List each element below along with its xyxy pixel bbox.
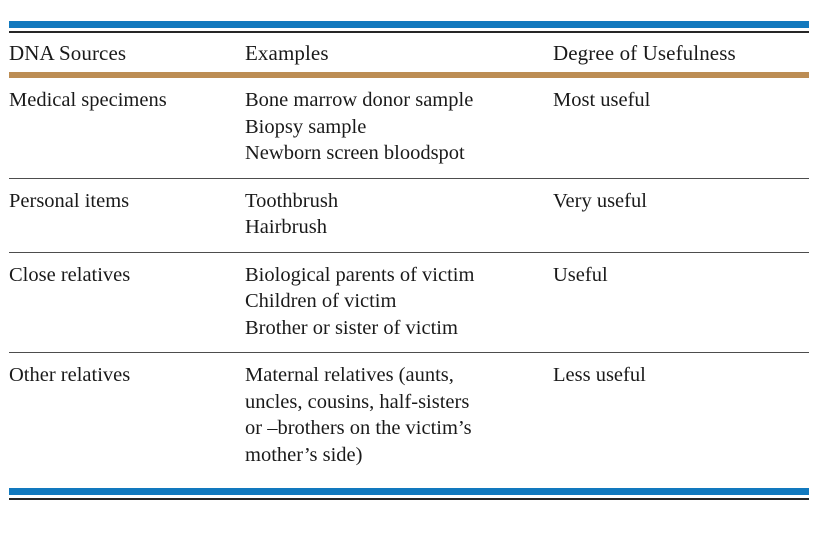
row-divider: [9, 177, 809, 179]
cell-dna-source: Medical specimens: [9, 89, 167, 111]
table-row: Personal items Toothbrush Hairbrush Very…: [9, 179, 809, 252]
examples-list: Bone marrow donor sample Biopsy sample N…: [245, 87, 539, 167]
top-black-rule: [9, 31, 809, 33]
top-blue-rule: [9, 21, 809, 28]
table-row: Medical specimens Bone marrow donor samp…: [9, 78, 809, 178]
cell-degree-of-usefulness: Less useful: [553, 364, 646, 386]
table-header-row: DNA Sources Examples Degree of Usefulnes…: [9, 33, 809, 72]
table-row: Close relatives Biological parents of vi…: [9, 253, 809, 353]
column-header-degree-of-usefulness: Degree of Usefulness: [553, 41, 736, 65]
list-item: Bone marrow donor sample: [245, 89, 474, 111]
list-item: Newborn screen bloodspot: [245, 142, 465, 164]
list-item: or –brothers on the victim’s: [245, 417, 472, 439]
row-separator-rule: [9, 251, 809, 253]
table-row: Other relatives Maternal relatives (aunt…: [9, 353, 809, 479]
cell-dna-source: Personal items: [9, 189, 130, 212]
list-item: Brother or sister of victim: [245, 316, 458, 339]
cell-examples: Toothbrush Hairbrush: [245, 179, 553, 252]
list-item: uncles, cousins, half-sisters: [245, 390, 470, 413]
examples-list: Toothbrush Hairbrush: [245, 188, 539, 241]
cell-degree-of-usefulness: Most useful: [553, 89, 651, 111]
bottom-black-rule: [9, 498, 809, 500]
list-item: Hairbrush: [245, 216, 327, 238]
dna-sources-table: DNA Sources Examples Degree of Usefulnes…: [9, 33, 809, 72]
list-item: Children of victim: [245, 290, 397, 312]
dna-sources-table-body: Medical specimens Bone marrow donor samp…: [9, 78, 809, 479]
cell-degree-of-usefulness: Very useful: [553, 189, 647, 212]
table-header: DNA Sources Examples Degree of Usefulnes…: [9, 33, 809, 72]
examples-list: Biological parents of victim Children of…: [245, 262, 539, 342]
header-bronze-rule: [9, 72, 809, 78]
cell-examples: Bone marrow donor sample Biopsy sample N…: [245, 78, 553, 178]
list-item: Toothbrush: [245, 189, 339, 212]
list-item: Biological parents of victim: [245, 263, 475, 286]
cell-dna-source: Close relatives: [9, 263, 131, 286]
column-header-examples: Examples: [245, 41, 329, 65]
cell-examples: Maternal relatives (aunts, uncles, cousi…: [245, 353, 553, 479]
row-divider: [9, 251, 809, 253]
row-divider: [9, 352, 809, 353]
cell-degree-of-usefulness: Useful: [553, 263, 608, 286]
cell-dna-source: Other relatives: [9, 364, 131, 386]
list-item: Biopsy sample: [245, 115, 367, 138]
column-header-dna-sources: DNA Sources: [9, 41, 127, 65]
row-separator-rule: [9, 177, 809, 179]
bottom-blue-rule: [9, 488, 809, 495]
list-item: mother’s side): [245, 443, 363, 466]
cell-examples: Biological parents of victim Children of…: [245, 253, 553, 353]
dna-sources-table-container: DNA Sources Examples Degree of Usefulnes…: [0, 21, 818, 535]
examples-list: Maternal relatives (aunts, uncles, cousi…: [245, 362, 539, 468]
list-item: Maternal relatives (aunts,: [245, 364, 454, 386]
row-separator-rule: [9, 352, 809, 353]
